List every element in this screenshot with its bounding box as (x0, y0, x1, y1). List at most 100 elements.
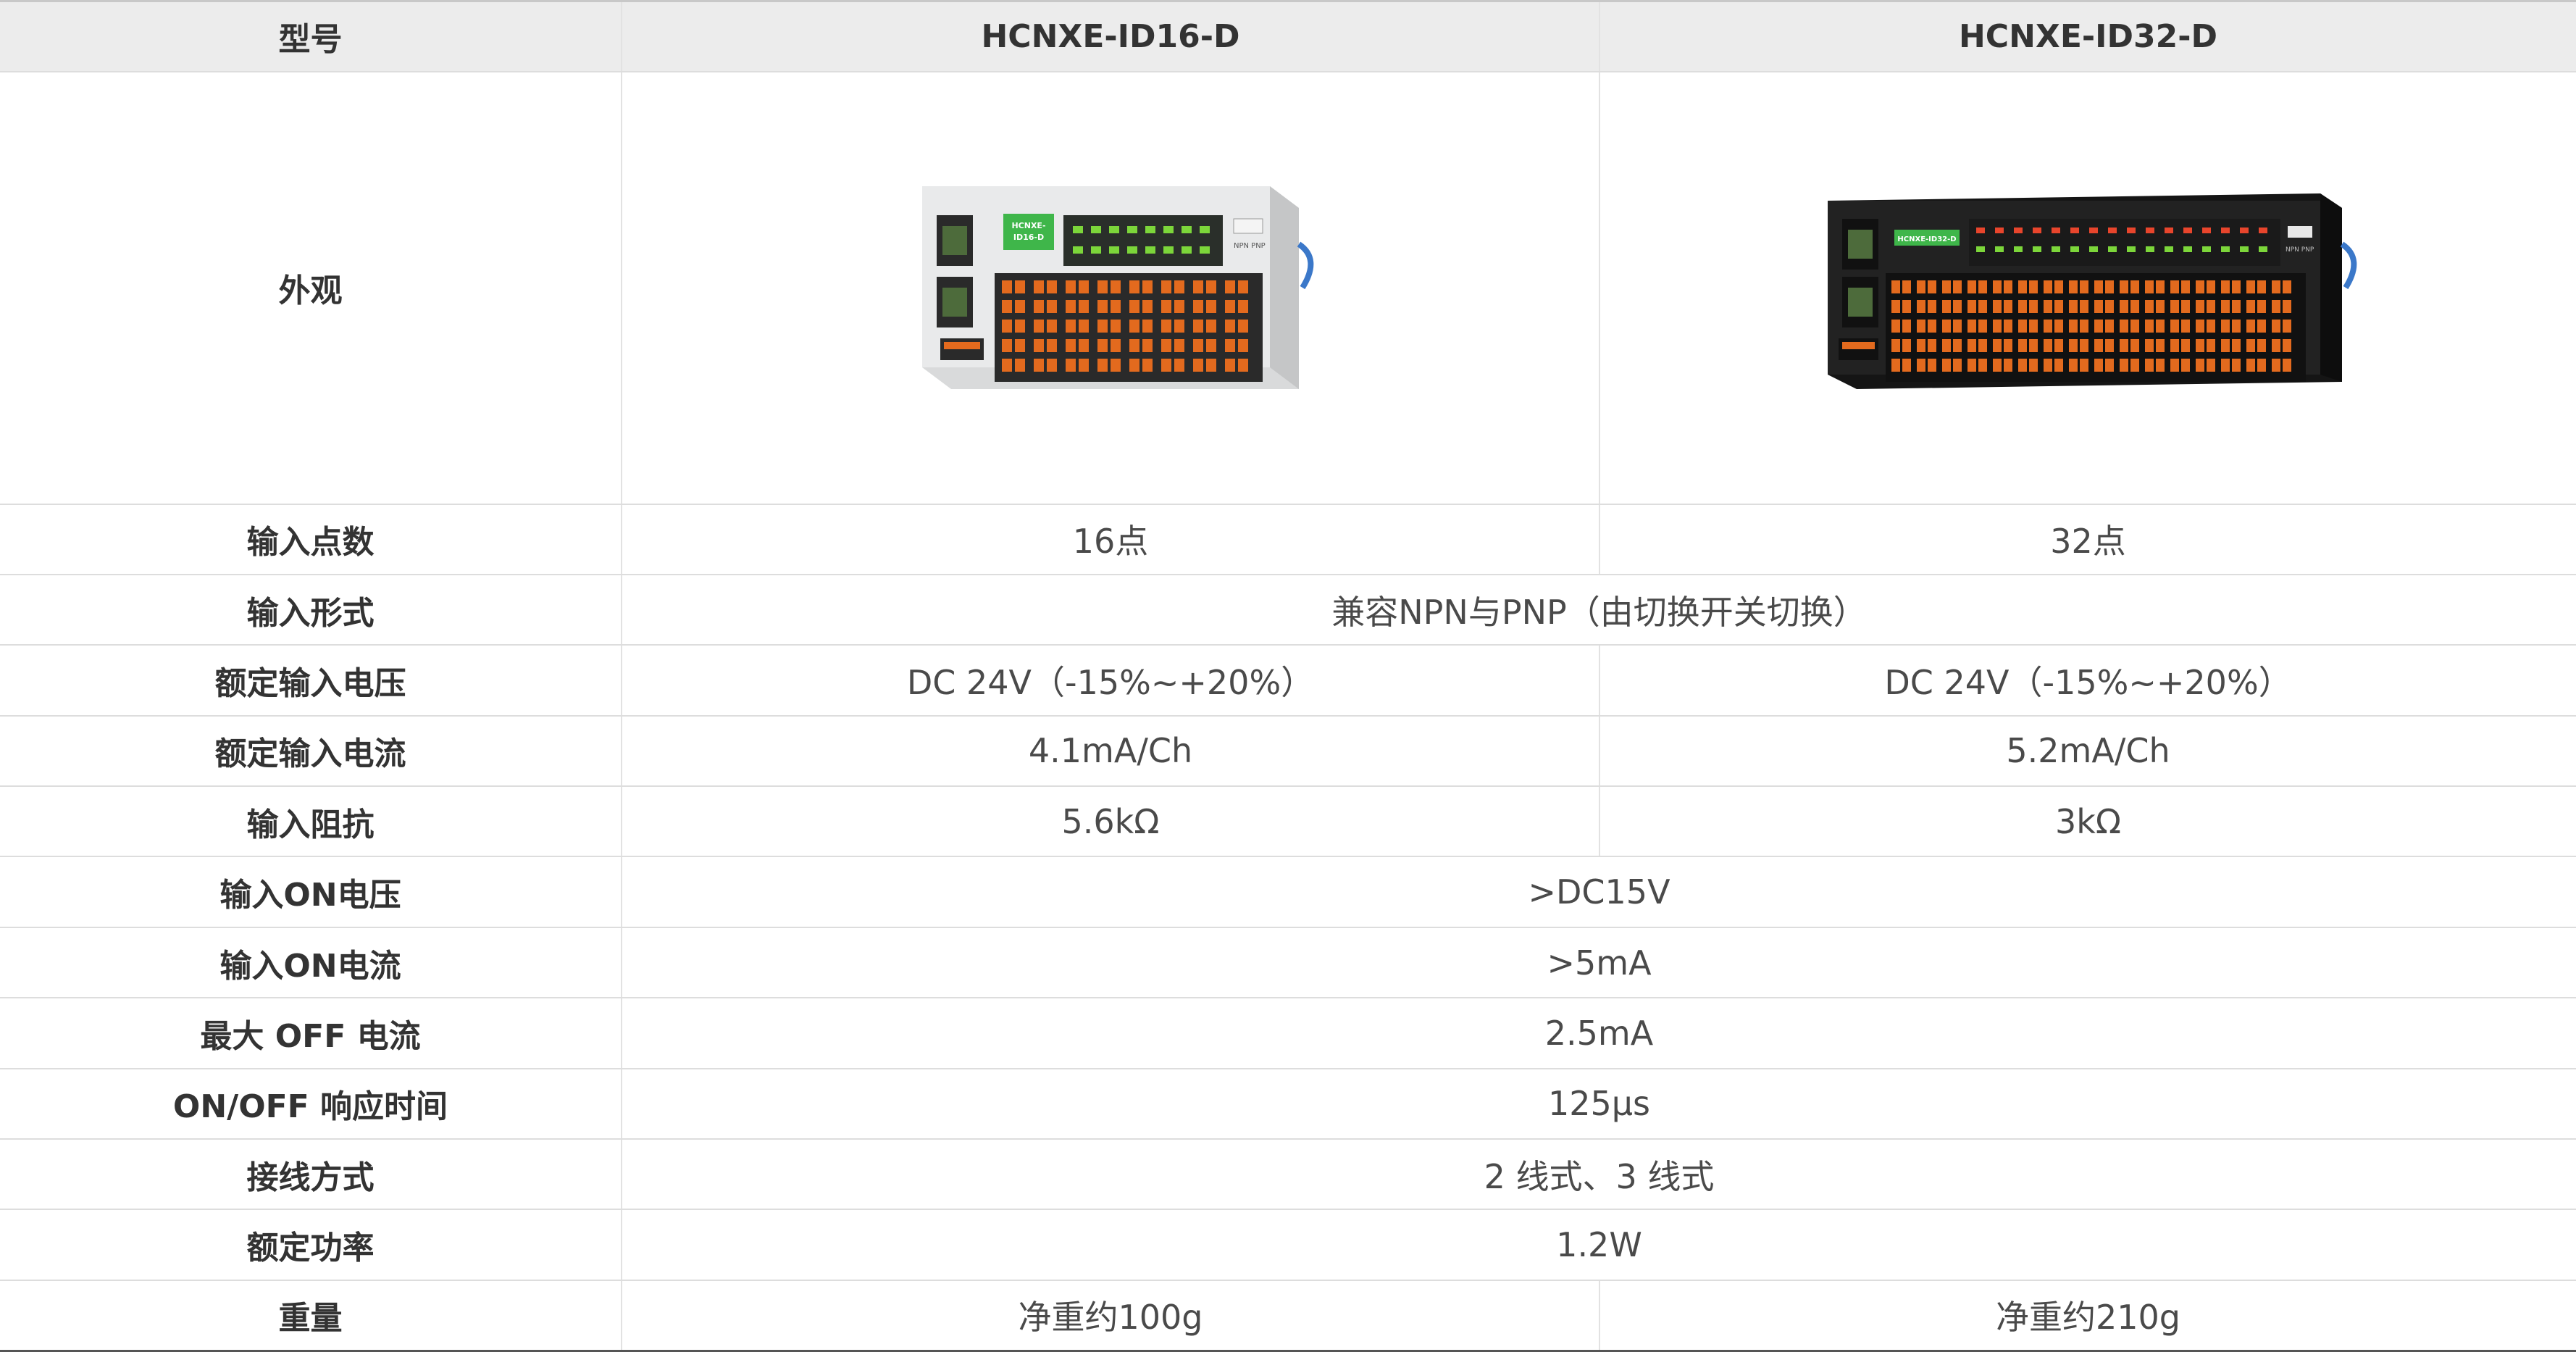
led-indicator (2183, 228, 2192, 233)
led-indicator (2051, 228, 2060, 233)
led-indicator (2032, 228, 2041, 233)
spec-row-weight: 重量 净重约100g 净重约210g (0, 1280, 2576, 1352)
terminal-pin (2144, 280, 2154, 293)
terminal-pin (1142, 280, 1153, 293)
terminal-pin (2094, 280, 2103, 293)
terminal-pin (1111, 359, 1121, 372)
led-indicator (2201, 228, 2211, 233)
terminal-pin (1927, 339, 1936, 352)
terminal-pin (1891, 339, 1900, 352)
terminal-pin (2119, 300, 2128, 313)
device-image-id16: HCNXE- ID16-D NPN PNP (922, 186, 1314, 389)
terminal-pin (2195, 320, 2204, 333)
terminal-pin (2130, 300, 2139, 313)
terminal-pin (2231, 339, 2241, 352)
led-indicator (1975, 228, 1985, 233)
terminal-pin (2180, 339, 2190, 352)
terminal-pin (1142, 320, 1153, 333)
terminal-pin (2180, 359, 2190, 372)
terminal-pin (1111, 280, 1121, 293)
terminal-pin (2017, 280, 2027, 293)
terminal-pin (1238, 280, 1248, 293)
led-indicator (1073, 246, 1083, 254)
terminal-pin (2144, 300, 2154, 313)
terminal-pin (1002, 280, 1012, 293)
terminal-pin (2017, 359, 2027, 372)
led-indicator (2107, 228, 2117, 233)
led-indicator (1182, 246, 1192, 254)
terminal-pin (1079, 359, 1089, 372)
terminal-pin (1902, 280, 1911, 293)
led-indicator (1163, 226, 1174, 233)
terminal-pin (1097, 359, 1108, 372)
terminal-pin (2079, 280, 2088, 293)
terminal-pin (2028, 359, 2038, 372)
led-indicator (2239, 246, 2249, 252)
terminal-pin (1047, 300, 1057, 313)
spec-row-input-impedance: 输入阻抗 5.6kΩ 3kΩ (0, 786, 2576, 858)
led-indicator (2201, 246, 2211, 252)
terminal-pin (2220, 320, 2230, 333)
terminal-pin (1097, 280, 1108, 293)
terminal-pin (2119, 320, 2128, 333)
terminal-pin (2017, 300, 2027, 313)
spec-row-on-voltage: 输入ON电压 >DC15V (0, 856, 2576, 928)
led-indicator (1109, 226, 1119, 233)
terminal-pin (1161, 300, 1171, 313)
led-indicator (1975, 246, 1985, 252)
terminal-pin (1967, 280, 1976, 293)
terminal-pin (1034, 320, 1044, 333)
led-indicator (1127, 226, 1137, 233)
row-label: 重量 (0, 1280, 622, 1352)
terminal-pin (2271, 320, 2280, 333)
terminal-pin (1097, 300, 1108, 313)
terminal-pin (1952, 339, 1962, 352)
terminal-pin (1193, 280, 1203, 293)
terminal-pin (1193, 339, 1203, 352)
terminal-pin (2257, 339, 2266, 352)
terminal-pin (2104, 280, 2114, 293)
terminal-pin (1002, 339, 1012, 352)
terminal-pin (1978, 339, 1987, 352)
terminal-pin (1079, 280, 1089, 293)
terminal-pin (2094, 359, 2103, 372)
terminal-pin (1927, 300, 1936, 313)
terminal-pin (2017, 339, 2027, 352)
terminal-pin (2028, 320, 2038, 333)
terminal-pin (1967, 339, 1976, 352)
row-value-merged: 兼容NPN与PNP（由切换开关切换） (622, 574, 2576, 646)
terminal-pin (2220, 300, 2230, 313)
led-indicator (2183, 246, 2192, 252)
terminal-pin (2028, 300, 2038, 313)
terminal-pin (1916, 359, 1925, 372)
terminal-pin (1174, 339, 1184, 352)
terminal-pin (2206, 300, 2215, 313)
terminal-pin (1034, 359, 1044, 372)
terminal-pin (1161, 359, 1171, 372)
row-value-merged: 2.5mA (622, 998, 2576, 1069)
row-label: 输入ON电压 (0, 856, 622, 928)
terminal-pin (1978, 300, 1987, 313)
svg-text:HCNXE-: HCNXE- (1011, 221, 1045, 230)
terminal-pin (2104, 359, 2114, 372)
terminal-pin (1902, 320, 1911, 333)
terminal-pin (2054, 320, 2063, 333)
led-indicator (2239, 228, 2249, 233)
terminal-pin (1161, 339, 1171, 352)
terminal-pin (2257, 300, 2266, 313)
led-indicator (2070, 228, 2079, 233)
terminal-pin (1129, 300, 1139, 313)
terminal-pin (1066, 300, 1076, 313)
spec-row-on-current: 输入ON电流 >5mA (0, 927, 2576, 999)
terminal-pin (2094, 320, 2103, 333)
terminal-pin (2155, 280, 2165, 293)
led-indicator (2258, 246, 2267, 252)
terminal-pin (2231, 300, 2241, 313)
terminal-pin (1193, 320, 1203, 333)
led-indicator (1145, 226, 1155, 233)
terminal-pin (1015, 300, 1025, 313)
terminal-pin (1992, 320, 2002, 333)
terminal-pin (1066, 339, 1076, 352)
terminal-pin (1238, 359, 1248, 372)
